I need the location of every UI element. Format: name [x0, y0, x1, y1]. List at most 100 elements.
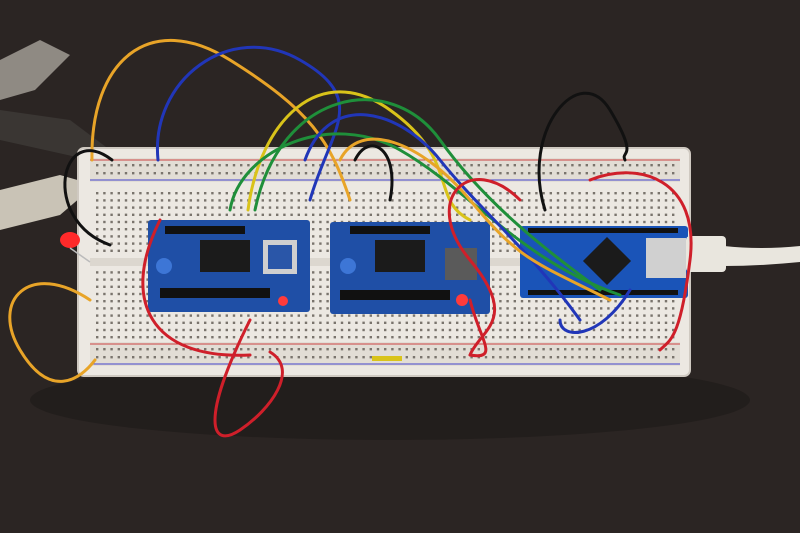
breadboard-hole	[333, 199, 336, 202]
breadboard-hole	[556, 192, 560, 195]
breadboard-hole	[340, 213, 344, 216]
breadboard-hole	[146, 199, 149, 202]
breadboard-hole	[204, 213, 207, 216]
breadboard-hole	[182, 321, 185, 324]
breadboard-hole	[160, 206, 164, 209]
breadboard-hole	[535, 348, 538, 351]
breadboard-hole	[484, 164, 488, 167]
breadboard-hole	[585, 164, 588, 167]
breadboard-hole	[657, 172, 660, 175]
breadboard-hole	[117, 328, 120, 332]
breadboard-hole	[304, 172, 308, 175]
breadboard-hole	[535, 356, 538, 359]
breadboard-hole	[578, 356, 581, 359]
breadboard-hole	[319, 206, 322, 209]
breadboard-hole	[384, 213, 387, 216]
breadboard-hole	[549, 172, 552, 175]
breadboard-hole	[204, 172, 207, 175]
breadboard-hole	[96, 307, 99, 310]
breadboard-hole	[621, 356, 624, 359]
breadboard-hole	[528, 164, 531, 167]
breadboard-hole	[110, 235, 113, 238]
breadboard-hole	[643, 307, 646, 310]
breadboard-hole	[276, 336, 279, 339]
breadboard-hole	[96, 228, 99, 231]
breadboard-hole	[556, 172, 560, 175]
breadboard-hole	[477, 199, 480, 202]
breadboard-hole	[355, 356, 358, 359]
breadboard-hole	[643, 356, 646, 359]
breadboard-hole	[333, 172, 336, 175]
breadboard-hole	[139, 206, 142, 209]
breadboard-hole	[211, 199, 214, 202]
breadboard-hole	[376, 348, 380, 351]
breadboard-hole	[549, 321, 552, 324]
breadboard-hole	[427, 328, 430, 332]
breadboard-hole	[628, 192, 632, 195]
breadboard-hole	[261, 192, 264, 195]
breadboard-hole	[585, 356, 588, 359]
breadboard-hole	[110, 271, 113, 274]
breadboard-hole	[376, 192, 380, 195]
breadboard-hole	[132, 206, 135, 209]
breadboard-hole	[664, 300, 668, 303]
breadboard-hole	[556, 199, 560, 202]
breadboard-hole	[319, 235, 322, 238]
breadboard-hole	[96, 348, 99, 351]
breadboard-hole	[664, 172, 668, 175]
breadboard-hole	[571, 220, 574, 224]
breadboard-hole	[211, 321, 214, 324]
breadboard-hole	[312, 172, 315, 175]
breadboard-hole	[528, 321, 531, 324]
breadboard-hole	[110, 300, 113, 303]
breadboard-hole	[412, 164, 416, 167]
breadboard-hole	[196, 192, 200, 195]
breadboard-hole	[600, 356, 603, 359]
breadboard-hole	[470, 321, 473, 324]
breadboard-hole	[218, 164, 221, 167]
breadboard-hole	[643, 328, 646, 332]
breadboard-hole	[492, 220, 495, 224]
breadboard-hole	[182, 172, 185, 175]
breadboard-hole	[168, 164, 171, 167]
breadboard-hole	[139, 321, 142, 324]
breadboard-hole	[376, 336, 380, 339]
breadboard-hole	[643, 336, 646, 339]
breadboard-hole	[312, 164, 315, 167]
breadboard-hole	[369, 321, 372, 324]
breadboard-hole	[268, 348, 272, 351]
breadboard-hole	[362, 206, 365, 209]
breadboard-hole	[312, 278, 315, 281]
breadboard-hole	[412, 314, 416, 317]
breadboard-hole	[276, 206, 279, 209]
breadboard-hole	[499, 321, 502, 324]
breadboard-hole	[139, 172, 142, 175]
breadboard-hole	[132, 348, 135, 351]
breadboard-hole	[463, 314, 466, 317]
breadboard-hole	[535, 300, 538, 303]
breadboard-hole	[571, 164, 574, 167]
breadboard-hole	[513, 336, 516, 339]
breadboard-hole	[542, 192, 545, 195]
breadboard-hole	[621, 348, 624, 351]
breadboard-hole	[153, 206, 156, 209]
breadboard-hole	[110, 348, 113, 351]
breadboard-hole	[513, 249, 516, 252]
breadboard-hole	[542, 321, 545, 324]
breadboard-hole	[477, 192, 480, 195]
breadboard-hole	[326, 307, 329, 310]
breadboard-hole	[420, 206, 423, 209]
breadboard-hole	[189, 213, 192, 216]
breadboard-hole	[182, 164, 185, 167]
breadboard-hole	[513, 206, 516, 209]
breadboard-hole	[643, 321, 646, 324]
breadboard-hole	[225, 314, 228, 317]
breadboard-hole	[232, 213, 236, 216]
breadboard-hole	[628, 206, 632, 209]
breadboard-hole	[484, 321, 488, 324]
breadboard-hole	[326, 249, 329, 252]
breadboard-hole	[124, 285, 128, 288]
breadboard-hole	[103, 249, 106, 252]
breadboard-hole	[124, 314, 128, 317]
breadboard-hole	[499, 164, 502, 167]
